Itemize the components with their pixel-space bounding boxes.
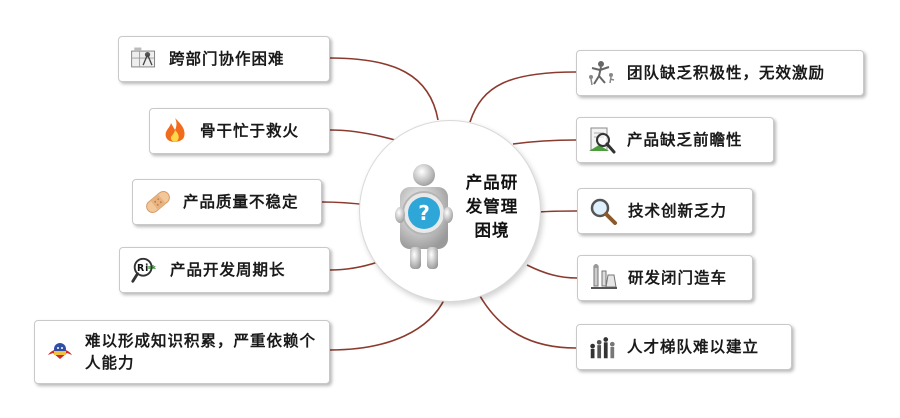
central-topic[interactable]: ? 产品研发管理困境 <box>359 120 541 302</box>
svg-text:Ri: Ri <box>137 263 149 274</box>
connector-left-5 <box>329 297 446 351</box>
connector-right-1 <box>469 71 577 123</box>
node-label: 产品质量不稳定 <box>183 193 299 211</box>
node-tech-innovation[interactable]: 技术创新乏力 <box>577 188 753 234</box>
bandage-icon <box>143 187 173 217</box>
node-knowledge-accumulation[interactable]: 难以形成知识积累，严重依赖个人能力 <box>34 320 330 384</box>
question-figure-icon: ? <box>390 163 458 277</box>
node-label: 人才梯队难以建立 <box>627 338 760 356</box>
node-label: 产品缺乏前瞻性 <box>627 131 743 149</box>
node-cross-department-collaboration[interactable]: 跨部门协作困难 <box>118 36 330 82</box>
drafting-tools-icon <box>129 44 159 74</box>
svg-text:?: ? <box>418 201 430 225</box>
svg-text:sk: sk <box>148 265 157 271</box>
node-firefighting[interactable]: 骨干忙于救火 <box>149 108 330 154</box>
node-label: 研发闭门造车 <box>628 269 728 287</box>
risk-magnifier-icon: Ri sk <box>130 255 160 285</box>
node-label: 团队缺乏积极性，无效激励 <box>627 64 826 82</box>
connector-right-5 <box>479 295 577 349</box>
node-quality-unstable[interactable]: 产品质量不稳定 <box>132 179 322 225</box>
node-talent-pipeline[interactable]: 人才梯队难以建立 <box>576 324 792 370</box>
magnifier-icon <box>588 196 618 226</box>
connector-left-4 <box>329 261 379 271</box>
node-long-dev-cycle[interactable]: Ri sk 产品开发周期长 <box>119 247 330 293</box>
connector-right-3 <box>538 210 578 213</box>
node-label: 跨部门协作困难 <box>169 50 285 68</box>
fire-icon <box>160 116 190 146</box>
connector-right-4 <box>526 264 578 279</box>
node-label: 技术创新乏力 <box>628 202 728 220</box>
dispersing-figures-icon <box>587 58 617 88</box>
people-group-icon <box>587 332 617 362</box>
node-product-foresight[interactable]: 产品缺乏前瞻性 <box>576 117 774 163</box>
connector-left-1 <box>329 57 439 121</box>
connector-right-2 <box>512 139 577 145</box>
node-team-motivation[interactable]: 团队缺乏积极性，无效激励 <box>576 50 864 96</box>
connector-left-2 <box>329 129 396 141</box>
node-label: 骨干忙于救火 <box>200 122 300 140</box>
superhero-icon <box>45 337 75 367</box>
central-title: 产品研发管理困境 <box>465 173 519 240</box>
lab-equipment-icon <box>588 263 618 293</box>
search-document-icon <box>587 125 617 155</box>
node-label: 产品开发周期长 <box>170 261 286 279</box>
node-closed-door-rnd[interactable]: 研发闭门造车 <box>577 255 753 301</box>
node-label: 难以形成知识积累，严重依赖个人能力 <box>85 332 317 372</box>
